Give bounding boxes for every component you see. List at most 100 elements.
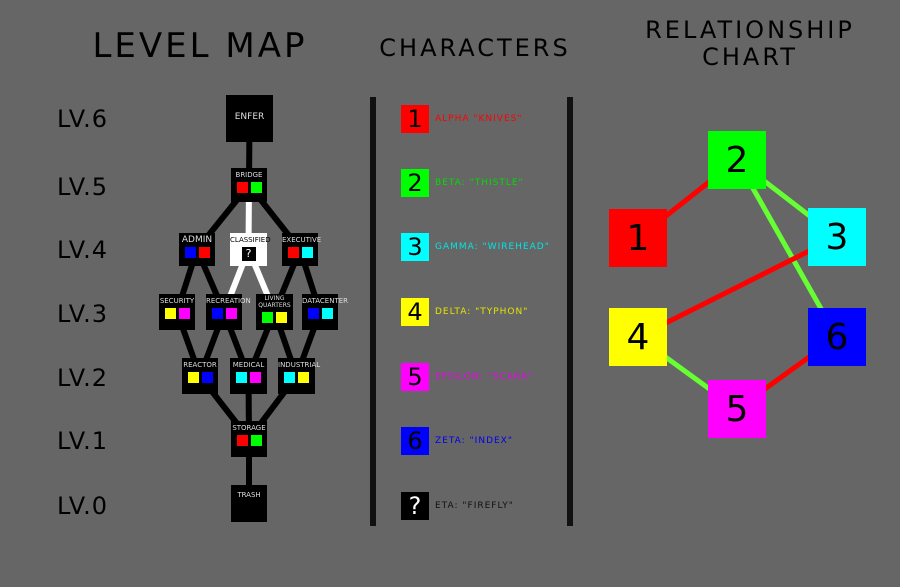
room-storage[interactable]: STORAGE [231, 421, 267, 457]
room-living[interactable]: LIVING QUARTERS [256, 294, 293, 330]
character-3: 3 GAMMA: "WIREHEAD" [401, 233, 550, 261]
relationship-node-5: 5 [708, 380, 766, 438]
room-executive[interactable]: EXECUTIVE [282, 233, 322, 266]
room-admin[interactable]: ADMIN [179, 233, 215, 266]
level-label: LV.1 [57, 427, 108, 455]
divider-left [370, 97, 376, 526]
occupant-chip [250, 372, 261, 383]
occupant-chips [282, 247, 318, 258]
occupant-chips [278, 372, 315, 383]
relationship-node-6: 6 [808, 308, 866, 366]
occupant-chip [225, 308, 237, 319]
level-label: LV.4 [57, 236, 108, 264]
character-swatch: 4 [401, 298, 429, 326]
character-2: 2 BETA: "THISTLE" [401, 169, 524, 197]
occupant-chips [230, 372, 267, 383]
occupant-chip [201, 372, 213, 383]
relationship-edge-3-4 [636, 234, 839, 340]
level-map-title: LEVEL MAP [92, 26, 308, 66]
character-swatch: ? [401, 492, 429, 520]
occupant-chip [250, 435, 262, 446]
room-label: DATACENTER [302, 297, 349, 305]
occupant-chip [284, 372, 295, 383]
room-label: ADMIN [181, 235, 213, 245]
character-name: ETA: "FIREFLY" [435, 501, 514, 511]
occupant-chip [276, 312, 287, 323]
room-trash[interactable]: TRASH [231, 485, 267, 522]
character-swatch: 3 [401, 233, 429, 261]
room-medical[interactable]: MEDICAL [230, 358, 267, 394]
character-swatch: 1 [401, 105, 429, 133]
occupant-chip [287, 247, 299, 258]
character-name: DELTA: "TYPHON" [435, 307, 529, 317]
room-label: LIVING QUARTERS [258, 295, 291, 309]
room-bridge[interactable]: BRIDGE [231, 168, 267, 202]
occupant-chip [250, 182, 262, 193]
occupant-chips [182, 372, 218, 383]
character-5: 5 EPSILON: "SCARA" [401, 363, 533, 391]
occupant-chip [321, 308, 333, 319]
level-label: LV.5 [57, 173, 108, 201]
occupant-chip [184, 247, 196, 258]
room-classified[interactable]: CLASSIFIED? [230, 233, 271, 266]
relationship-node-1: 1 [609, 209, 667, 267]
occupant-chip [262, 312, 273, 323]
level-label: LV.2 [57, 364, 108, 392]
room-label: BRIDGE [235, 171, 263, 179]
occupant-chip [236, 182, 248, 193]
divider-right [567, 97, 573, 526]
occupant-chip [164, 308, 176, 319]
occupant-chips [231, 182, 267, 193]
occupant-chips [206, 308, 242, 319]
room-label: INDUSTRIAL [278, 361, 321, 369]
relationship-node-2: 2 [708, 131, 766, 189]
room-datacenter[interactable]: DATACENTER [302, 294, 349, 330]
characters-title: CHARACTERS [379, 34, 571, 62]
occupant-chips [179, 247, 215, 258]
occupant-chip [211, 308, 223, 319]
relationship-title-line2: CHART [702, 43, 798, 71]
level-label: LV.3 [57, 300, 108, 328]
room-label: CLASSIFIED [230, 236, 271, 244]
room-label: RECREATION [206, 297, 251, 305]
unknown-occupant-icon: ? [241, 247, 256, 261]
room-industrial[interactable]: INDUSTRIAL [278, 358, 321, 394]
room-reactor[interactable]: REACTOR [182, 358, 218, 394]
room-enfer[interactable]: ENFER [226, 95, 273, 142]
occupant-chips [159, 308, 195, 319]
occupant-chip [298, 372, 309, 383]
occupant-chips [302, 308, 338, 319]
room-recreation[interactable]: RECREATION [206, 294, 251, 330]
room-label: TRASH [237, 491, 261, 499]
character-swatch: 2 [401, 169, 429, 197]
relationship-node-4: 4 [609, 308, 667, 366]
character-4: 4 DELTA: "TYPHON" [401, 298, 528, 326]
character-name: GAMMA: "WIREHEAD" [435, 242, 550, 252]
relationship-node-3: 3 [808, 208, 866, 266]
character-swatch: 5 [401, 363, 429, 391]
level-label: LV.0 [57, 492, 108, 520]
occupant-chip [301, 247, 313, 258]
room-security[interactable]: SECURITY [159, 294, 195, 330]
character-swatch: 6 [401, 427, 429, 455]
occupant-chips [231, 435, 267, 446]
occupant-chip [178, 308, 190, 319]
room-label: STORAGE [232, 424, 266, 432]
character-name: ALPHA "KNIVES" [435, 114, 523, 124]
character-7: ? ETA: "FIREFLY" [401, 492, 514, 520]
character-name: EPSILON: "SCARA" [435, 372, 534, 382]
occupant-chip [236, 372, 247, 383]
occupant-chip [187, 372, 199, 383]
character-1: 1 ALPHA "KNIVES" [401, 105, 523, 133]
room-label: EXECUTIVE [282, 236, 322, 244]
relationship-title-line1: RELATIONSHIP [645, 16, 855, 44]
character-name: BETA: "THISTLE" [435, 178, 524, 188]
level-label: LV.6 [57, 105, 108, 133]
room-label: REACTOR [183, 361, 217, 369]
occupant-chip [236, 435, 248, 446]
occupant-chips [256, 312, 293, 323]
occupant-chip [198, 247, 210, 258]
occupant-chip [307, 308, 319, 319]
room-label: SECURITY [159, 297, 195, 305]
